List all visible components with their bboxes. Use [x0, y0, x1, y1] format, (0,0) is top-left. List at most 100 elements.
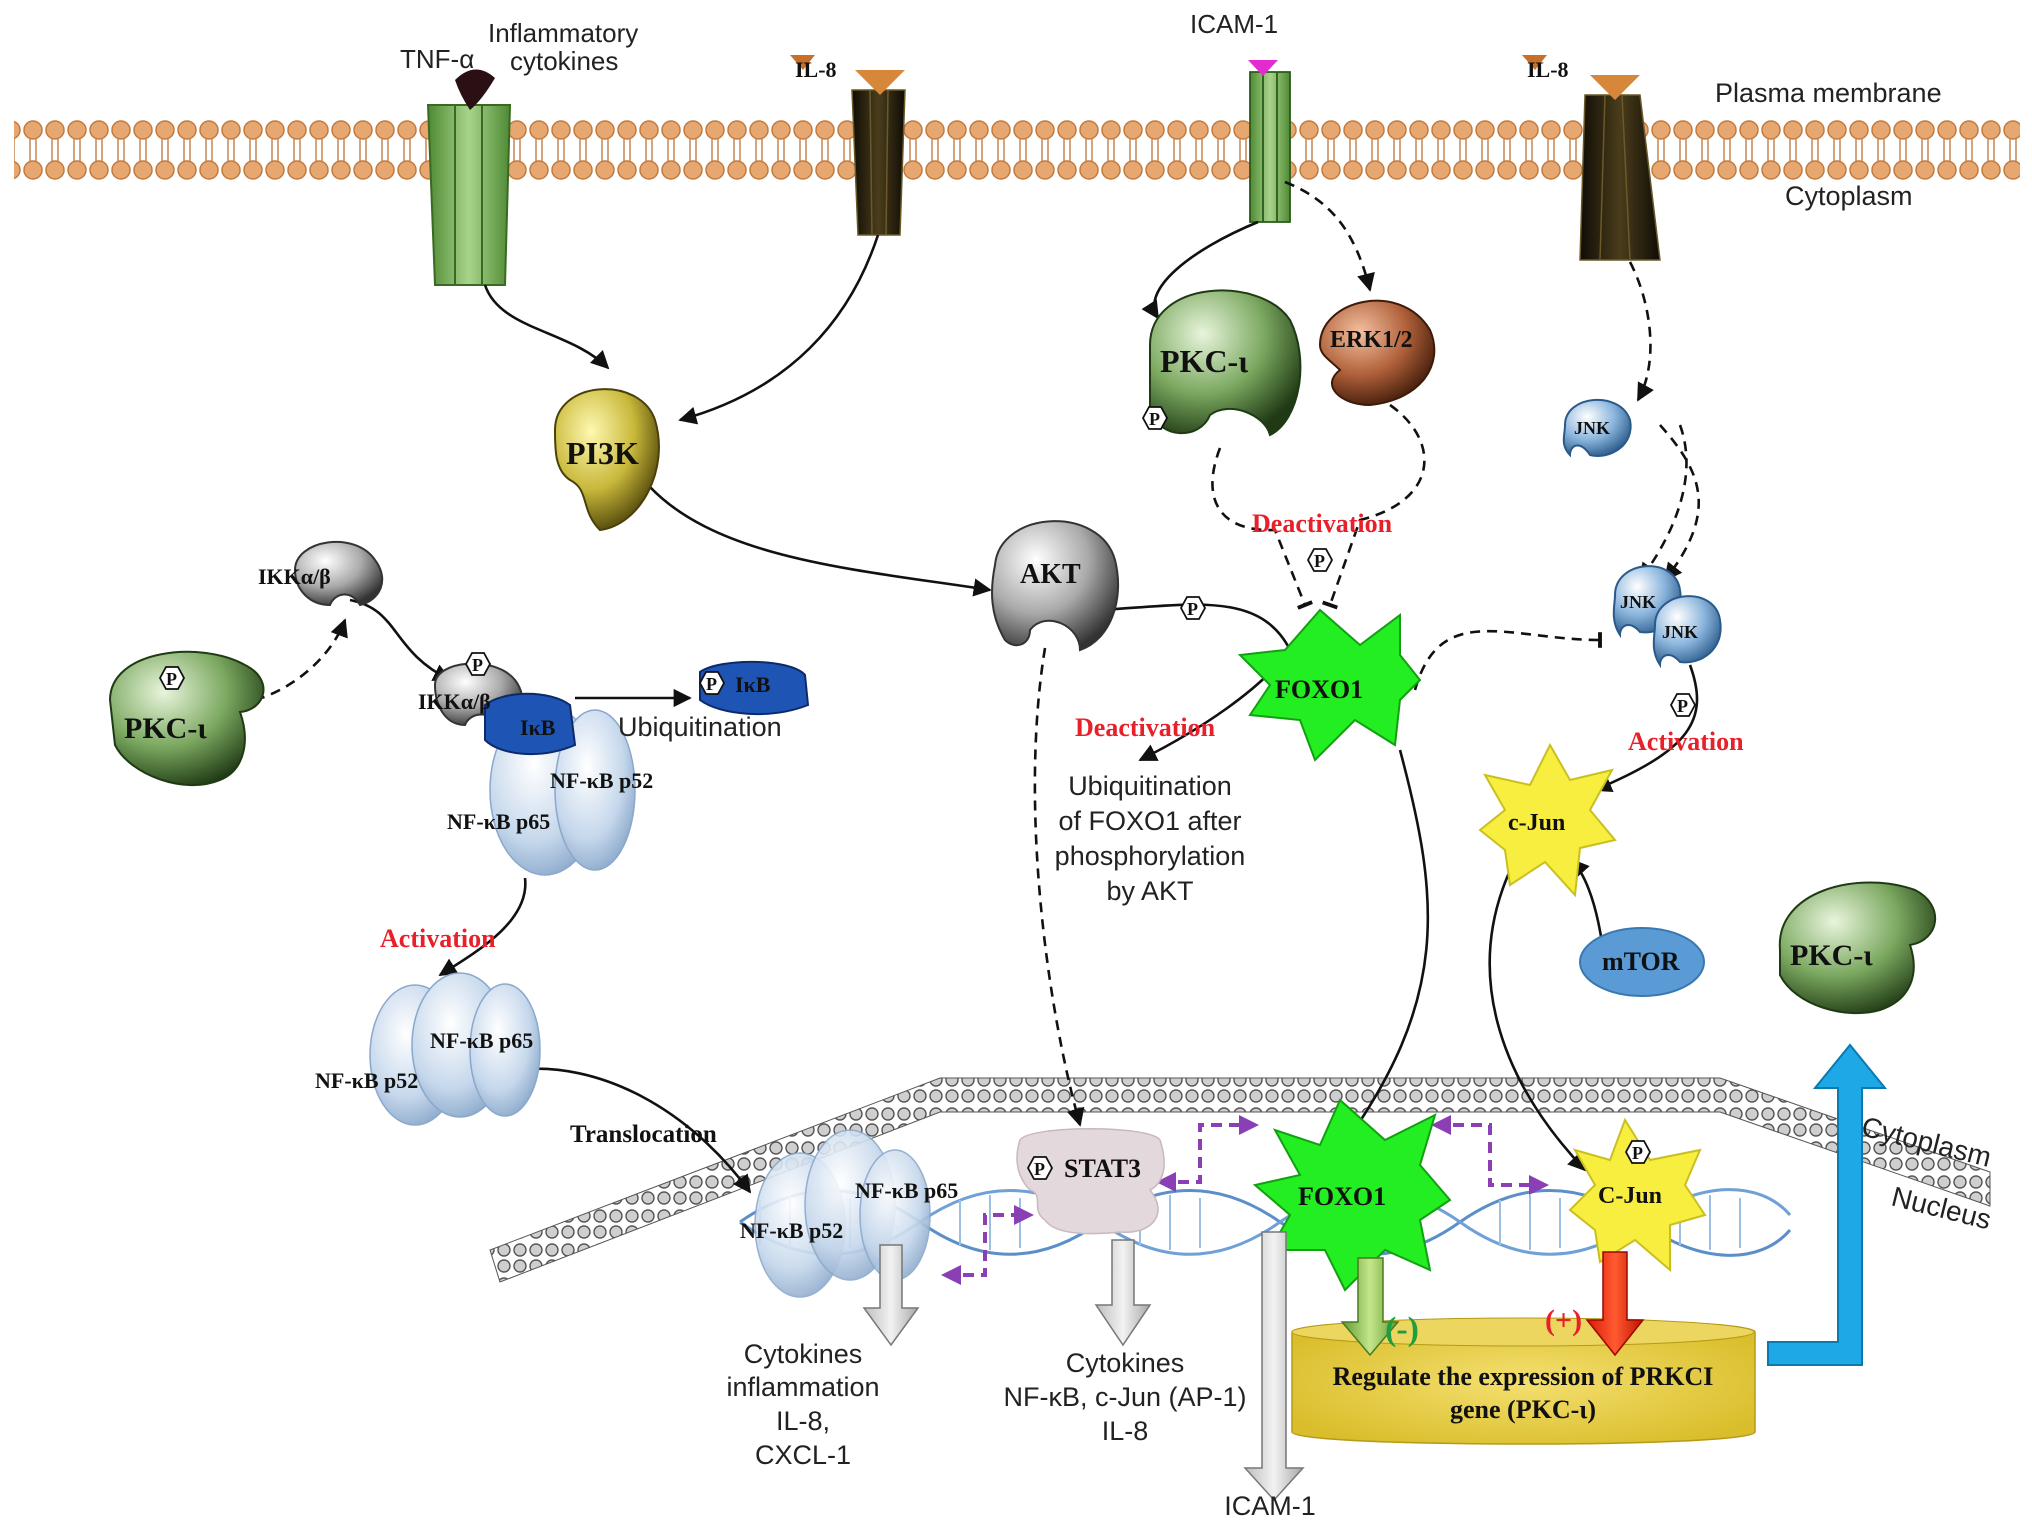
- stat3: [1016, 1128, 1165, 1235]
- nfkb-active: [369, 972, 541, 1126]
- svg-text:P: P: [166, 669, 177, 689]
- tnf-label: TNF-α: [400, 44, 474, 74]
- svg-text:P: P: [1149, 409, 1160, 429]
- phospho-badge-akt: P: [1180, 596, 1206, 620]
- tnf-receptor: [426, 69, 512, 286]
- deactivation-label-1: Deactivation: [1252, 509, 1393, 538]
- plasma-membrane-label: Plasma membrane: [1715, 78, 1942, 108]
- gray-arrow-stat3: [1094, 1239, 1152, 1347]
- minus-label: (-): [1385, 1311, 1419, 1348]
- svg-text:P: P: [1677, 696, 1688, 716]
- arrow-nfkb-activation: [438, 877, 527, 977]
- nfkb-p52-label-cyto: NF-κB p52: [550, 768, 653, 793]
- ubiquitination-label: Ubiquitination: [618, 712, 782, 742]
- cytoplasm-label-top: Cytoplasm: [1785, 181, 1913, 211]
- pkc-iota-right: [1778, 881, 1936, 1014]
- phospho-badge-ikb: P: [699, 671, 725, 695]
- arrow-erk-foxo: [1321, 403, 1426, 610]
- ikb-free: [699, 660, 810, 715]
- arrow-jnk-dimer-1: [1659, 424, 1701, 582]
- phospho-badge-jnk: P: [1670, 693, 1696, 717]
- output-nfkb-line-2: inflammation: [726, 1372, 879, 1402]
- arrow-pi3k-akt: [649, 486, 992, 597]
- il8-ligand-icon-1: [790, 55, 815, 70]
- phospho-badge-stat3: P: [1027, 1156, 1053, 1180]
- cjun-nucleus: [1568, 1117, 1707, 1273]
- erk12-label: ERK1/2: [1330, 327, 1413, 353]
- ikk-complex: [433, 662, 577, 756]
- arrow-foxo-nucleus: [1338, 749, 1430, 1152]
- ikb-bound-label: IκB: [520, 715, 556, 740]
- erk12: [1318, 299, 1436, 407]
- pkc-iota-top: [1149, 289, 1302, 437]
- phospho-badge-ikk: P: [465, 652, 491, 676]
- arrow-foxo-jnk: [1413, 629, 1602, 691]
- svg-text:P: P: [472, 655, 483, 675]
- jnk-dimer: [1612, 565, 1722, 669]
- ikk-free: [293, 540, 384, 607]
- purple-arrow-foxo-cjun: [1431, 1115, 1549, 1195]
- cjun-cytoplasm: [1478, 742, 1617, 898]
- output-stat3-line-2: NF-κB, c-Jun (AP-1): [1003, 1382, 1246, 1412]
- phospho-badge-pkc-left: P: [159, 666, 185, 690]
- nfkb-p52-label-active: NF-κB p52: [315, 1068, 418, 1093]
- svg-text:P: P: [1187, 599, 1198, 619]
- mtor-label: mTOR: [1602, 947, 1680, 976]
- jnk-dimer-label-b: JNK: [1662, 622, 1698, 642]
- ikb-free-label: IκB: [735, 672, 771, 697]
- inflammatory-label-2: cytokines: [510, 46, 618, 76]
- foxo1-cytoplasm-label: FOXO1: [1275, 675, 1363, 704]
- foxo1-cytoplasm: [1237, 608, 1422, 762]
- gray-arrow-nfkb: [862, 1244, 920, 1347]
- foxo1-nucleus-label: FOXO1: [1298, 1182, 1386, 1211]
- prkci-gene-label-2: gene (PKC-ι): [1450, 1395, 1596, 1424]
- arrow-icam-pkc: [1141, 220, 1259, 320]
- svg-text:P: P: [1034, 1159, 1045, 1179]
- svg-text:P: P: [1314, 551, 1325, 571]
- activation-label-jnk: Activation: [1628, 727, 1744, 756]
- pkc-iota-left-label: PKC-ι: [124, 712, 207, 745]
- akt: [991, 520, 1120, 652]
- output-stat3-line-3: IL-8: [1102, 1416, 1149, 1446]
- purple-arrow-nfkb-stat3: [941, 1205, 1034, 1285]
- nfkb-p52-label-nuc: NF-κB p52: [740, 1218, 843, 1243]
- mtor: [1579, 927, 1705, 997]
- arrow-cjun-nucleus: [1488, 859, 1587, 1172]
- il8-receptor-1: [851, 70, 906, 236]
- prkci-gene-label-1: Regulate the expression of PRKCI: [1333, 1362, 1714, 1391]
- foxo1-nucleus: [1252, 1098, 1452, 1292]
- cjun-nucleus-label: C-Jun: [1598, 1183, 1662, 1209]
- pi3k: [553, 388, 660, 532]
- arrow-il8-pi3k: [678, 234, 880, 425]
- output-nfkb-line-4: CXCL-1: [755, 1440, 851, 1470]
- il8-label-2: IL-8: [1527, 57, 1569, 82]
- pkc-iota-top-label: PKC-ι: [1160, 343, 1248, 379]
- activation-label-nfkb: Activation: [380, 924, 496, 953]
- output-stat3-line-1: Cytokines: [1066, 1348, 1185, 1378]
- il8-binding-icon: [855, 70, 905, 95]
- green-inhibit-arrow: [1340, 1257, 1400, 1357]
- blue-export-arrow: [1767, 1043, 1888, 1366]
- arrow-pkc-foxo: [1211, 447, 1313, 610]
- purple-arrow-stat3-foxo: [1156, 1115, 1259, 1192]
- pkc-iota-right-label: PKC-ι: [1790, 939, 1873, 972]
- jnk-single: [1562, 398, 1632, 458]
- pi3k-label: PI3K: [566, 435, 639, 471]
- il8-label-1: IL-8: [795, 57, 837, 82]
- arrow-ikk-complex: [349, 598, 452, 682]
- arrow-tnf-pi3k: [483, 284, 610, 370]
- arrow-akt-stat3: [1033, 647, 1085, 1127]
- cjun-cytoplasm-label: c-Jun: [1508, 810, 1565, 836]
- akt-label: AKT: [1020, 559, 1081, 590]
- plus-label: (+): [1545, 1304, 1582, 1337]
- translocation-label: Translocation: [570, 1121, 717, 1148]
- output-nfkb-line-3: IL-8,: [776, 1406, 830, 1436]
- output-icam-label: ICAM-1: [1224, 1491, 1316, 1521]
- svg-text:P: P: [706, 674, 717, 694]
- red-activate-arrow: [1585, 1251, 1645, 1357]
- nfkb-p65-label-active: NF-κB p65: [430, 1028, 533, 1053]
- icam1-label-top: ICAM-1: [1190, 9, 1278, 39]
- output-nfkb-line-1: Cytokines: [744, 1339, 863, 1369]
- phospho-badge-cjun: P: [1625, 1140, 1651, 1164]
